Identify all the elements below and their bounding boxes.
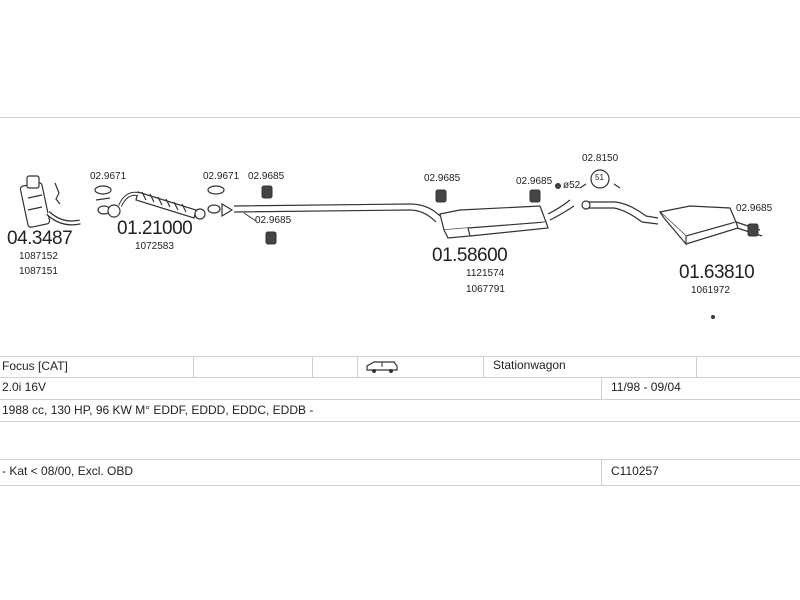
rear-pipe-drawing — [581, 200, 659, 225]
body-cell: Stationwagon — [483, 357, 696, 377]
clamp-badge: 51 — [595, 173, 604, 182]
gasket-1-code: 02.9671 — [90, 171, 127, 182]
front-pipe-part-code: 01.21000 — [117, 218, 193, 239]
engine-label: 2.0i 16V — [2, 380, 47, 394]
specs-label: 1988 cc, 130 HP, 96 KW M° EDDF, EDDD, ED… — [2, 403, 314, 417]
middle-silencer-ref-1: 1121574 — [466, 268, 505, 279]
mount-5-code: 02.9685 — [736, 203, 773, 214]
system-code-label: C110257 — [611, 464, 659, 478]
gasket-2-drawing — [207, 185, 234, 218]
model-label: Focus [CAT] — [2, 359, 68, 373]
years-label: 11/98 - 09/04 — [611, 380, 681, 394]
clamp-code: 02.8150 — [582, 153, 619, 164]
catalyst-ref-2: 1087151 — [19, 266, 58, 277]
rear-silencer-drawing — [658, 205, 763, 246]
info-row-engine: 2.0i 16V 11/98 - 09/04 — [0, 377, 800, 400]
model-cell-2 — [193, 357, 312, 377]
info-row-notes: - Kat < 08/00, Excl. OBD C110257 — [0, 459, 800, 486]
mount-drawings-front — [243, 185, 277, 245]
info-row-empty — [0, 421, 800, 460]
body-type-label: Stationwagon — [493, 358, 566, 372]
mount-3-code: 02.9685 — [424, 173, 461, 184]
info-row-model: Focus [CAT] Stationwagon — [0, 357, 800, 378]
catalyst-ref-1: 1087152 — [19, 251, 58, 262]
gasket-2-code: 02.9671 — [203, 171, 240, 182]
mount-4-code: 02.9685 — [516, 176, 553, 187]
front-pipe-drawing — [107, 191, 206, 220]
middle-pipe-drawing — [233, 203, 441, 223]
front-pipe-ref-1: 1072583 — [135, 241, 174, 252]
info-row-specs: 1988 cc, 130 HP, 96 KW M° EDDF, EDDD, ED… — [0, 399, 800, 422]
mount-1-code: 02.9685 — [248, 171, 285, 182]
years-cell: 11/98 - 09/04 — [601, 377, 800, 399]
notes-label: - Kat < 08/00, Excl. OBD — [2, 464, 134, 478]
middle-silencer-part-code: 01.58600 — [432, 245, 508, 266]
system-code-cell: C110257 — [601, 459, 800, 485]
station-wagon-icon — [366, 360, 398, 380]
table-top-line — [0, 356, 800, 357]
mount-2-code: 02.9685 — [255, 215, 292, 226]
catalyst-drawing — [19, 175, 81, 228]
diameter-label: ø52 — [563, 180, 581, 191]
middle-silencer-drawing — [439, 199, 575, 239]
rear-silencer-part-code: 01.63810 — [679, 262, 755, 283]
mount-drawings-middle — [435, 183, 561, 203]
middle-silencer-ref-2: 1067791 — [466, 284, 505, 295]
rear-silencer-ref-1: 1061972 — [691, 285, 730, 296]
clamp-drawing — [579, 169, 621, 189]
vehicle-cell — [357, 357, 483, 377]
model-cell-6 — [696, 357, 800, 377]
exhaust-diagram: 04.3487 1087152 1087151 02.9671 01.21000… — [0, 118, 800, 358]
exhaust-drawing — [19, 169, 763, 319]
catalyst-part-code: 04.3487 — [7, 228, 73, 249]
model-cell-3 — [312, 357, 357, 377]
frame-top-line — [0, 117, 800, 118]
mount-drawing-rear — [711, 223, 759, 319]
